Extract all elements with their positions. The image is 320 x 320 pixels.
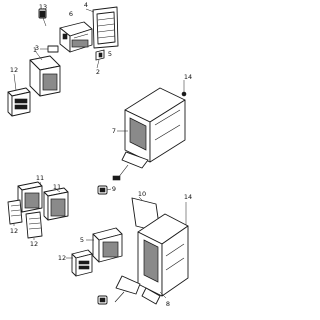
callout-13: 13: [39, 3, 47, 11]
callout-5: 5: [108, 50, 112, 58]
part-3-tab: [40, 45, 59, 53]
part-12-grille-a: [7, 199, 23, 226]
callout-5: 5: [80, 236, 84, 244]
callout-2: 2: [96, 68, 100, 76]
callout-7: 7: [112, 127, 116, 135]
callout-4: 4: [84, 1, 88, 9]
part-12-grille-b: [25, 211, 43, 240]
parts-diagram: 13 6 4 3 5 1 2 12 14 7 11 11 12 12 9 10 …: [7, 1, 192, 308]
callout-12: 12: [10, 227, 18, 235]
callout-14: 14: [184, 193, 192, 201]
part-11-outlet-lower: [43, 187, 69, 221]
lower-right-assembly: [66, 196, 189, 305]
part-11-outlet-upper: [17, 181, 43, 213]
part-7-heater-unit: [112, 87, 186, 181]
lower-left-assembly: [7, 181, 112, 240]
callout-3: 3: [35, 44, 39, 52]
part-5-vent-frame: [86, 227, 123, 263]
callout-12: 12: [10, 66, 18, 74]
callout-1: 1: [33, 46, 37, 54]
part-9-knob: [97, 185, 112, 195]
part-12-outlet: [66, 249, 93, 277]
part-12-vent-outlet: [7, 73, 31, 117]
upper-left-assembly: [7, 6, 119, 117]
part-1-duct: [29, 51, 61, 97]
callout-11: 11: [36, 174, 44, 182]
part-9-knob-lower: [97, 295, 108, 305]
callout-6: 6: [69, 10, 73, 18]
part-13-knob: [38, 8, 47, 27]
part-6-vent-housing: [59, 21, 93, 53]
callout-12: 12: [58, 254, 66, 262]
callout-11: 11: [53, 183, 61, 191]
upper-right-assembly: [112, 80, 187, 181]
part-5-clip: [95, 49, 105, 69]
callout-10: 10: [138, 190, 146, 198]
callout-14: 14: [184, 73, 192, 81]
callout-12: 12: [30, 240, 38, 248]
part-8-heater-unit: [114, 213, 189, 305]
callout-8: 8: [166, 300, 170, 308]
part-4-grille: [85, 6, 119, 49]
callout-9: 9: [112, 185, 116, 193]
part-14-screw: [181, 80, 187, 97]
